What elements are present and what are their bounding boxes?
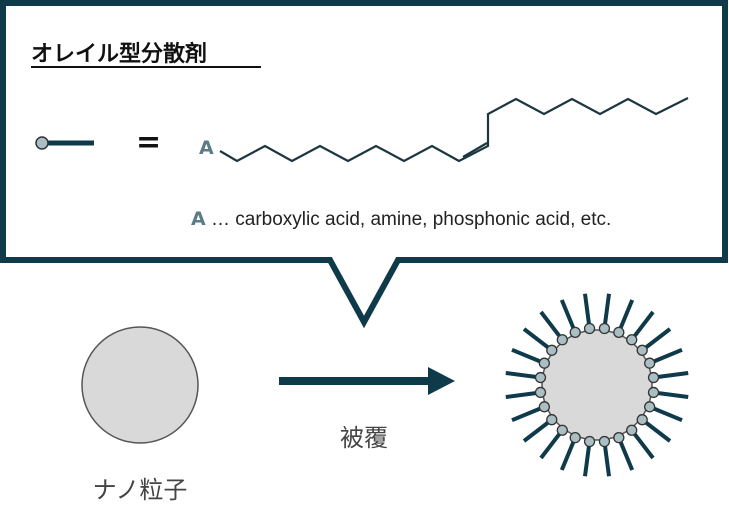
ligand-tail: [505, 371, 536, 379]
equals-sign: =: [136, 125, 161, 160]
ligand-tail: [559, 299, 576, 329]
coating-arrow: [279, 367, 455, 395]
ligand-head: [546, 414, 558, 426]
title: オレイル型分散剤: [31, 41, 207, 67]
ligand-head: [556, 334, 568, 346]
arrow-head: [428, 367, 455, 395]
ligand-symbol-head: [35, 136, 49, 150]
nanoparticle-label: ナノ粒子: [93, 476, 188, 504]
ligand-tail: [658, 371, 689, 379]
ligand-tail: [653, 347, 683, 364]
callout-frame: [0, 0, 728, 329]
ligand-head: [644, 357, 656, 369]
coated-core: [541, 329, 653, 441]
ligand-head: [534, 371, 547, 384]
ligand-head: [613, 432, 625, 444]
ligand-tail: [633, 432, 655, 460]
note-prefix: A: [191, 208, 206, 230]
ligand-head: [538, 357, 550, 369]
nanoparticle: [81, 326, 199, 444]
ligand-tail: [603, 293, 611, 324]
ligand-head: [647, 386, 660, 399]
ligand-head: [538, 401, 550, 413]
ligand-tail: [658, 391, 689, 399]
ligand-tail: [539, 432, 561, 460]
ligand-heads: [534, 322, 660, 448]
ligand-tail: [539, 310, 561, 338]
ligand-head: [569, 326, 581, 338]
ligand-tail: [522, 421, 550, 443]
ligand-tail: [644, 421, 672, 443]
ligand-tail: [583, 446, 591, 477]
ligand-tail: [653, 406, 683, 423]
ligand-tail: [644, 327, 672, 349]
ligand-head: [626, 424, 638, 436]
note-text: … carboxylic acid, amine, phosphonic aci…: [206, 209, 612, 230]
ligand-tail: [559, 441, 576, 471]
ligand-head: [613, 326, 625, 338]
ligand-tail: [603, 446, 611, 477]
ligand-head: [569, 432, 581, 444]
ligand-tail: [522, 327, 550, 349]
head-group-note: A … carboxylic acid, amine, phosphonic a…: [191, 208, 611, 230]
ligand-symbol: [35, 136, 94, 150]
process-label: 被覆: [340, 424, 388, 452]
ligand-tail: [583, 293, 591, 324]
ligand-head: [647, 371, 660, 384]
ligand-tail: [633, 310, 655, 338]
ligand-tail: [511, 347, 541, 364]
chain-end-label: A: [199, 137, 214, 159]
ligand-head: [636, 344, 648, 356]
ligand-head: [644, 401, 656, 413]
ligand-head: [583, 435, 596, 448]
coated-nanoparticle: [505, 293, 689, 477]
ligand-tail: [505, 391, 536, 399]
oleyl-chain: [219, 97, 689, 163]
ligand-head: [626, 334, 638, 346]
ligand-head: [583, 322, 596, 335]
ligand-head: [598, 322, 611, 335]
ligand-tail: [618, 299, 635, 329]
ligand-head: [534, 386, 547, 399]
ligand-shell: [505, 293, 689, 477]
ligand-head: [598, 435, 611, 448]
ligand-head: [546, 344, 558, 356]
ligand-tail: [511, 406, 541, 423]
ligand-head: [556, 424, 568, 436]
ligand-head: [636, 414, 648, 426]
ligand-tail: [618, 441, 635, 471]
cis-double-bond: [462, 142, 488, 158]
